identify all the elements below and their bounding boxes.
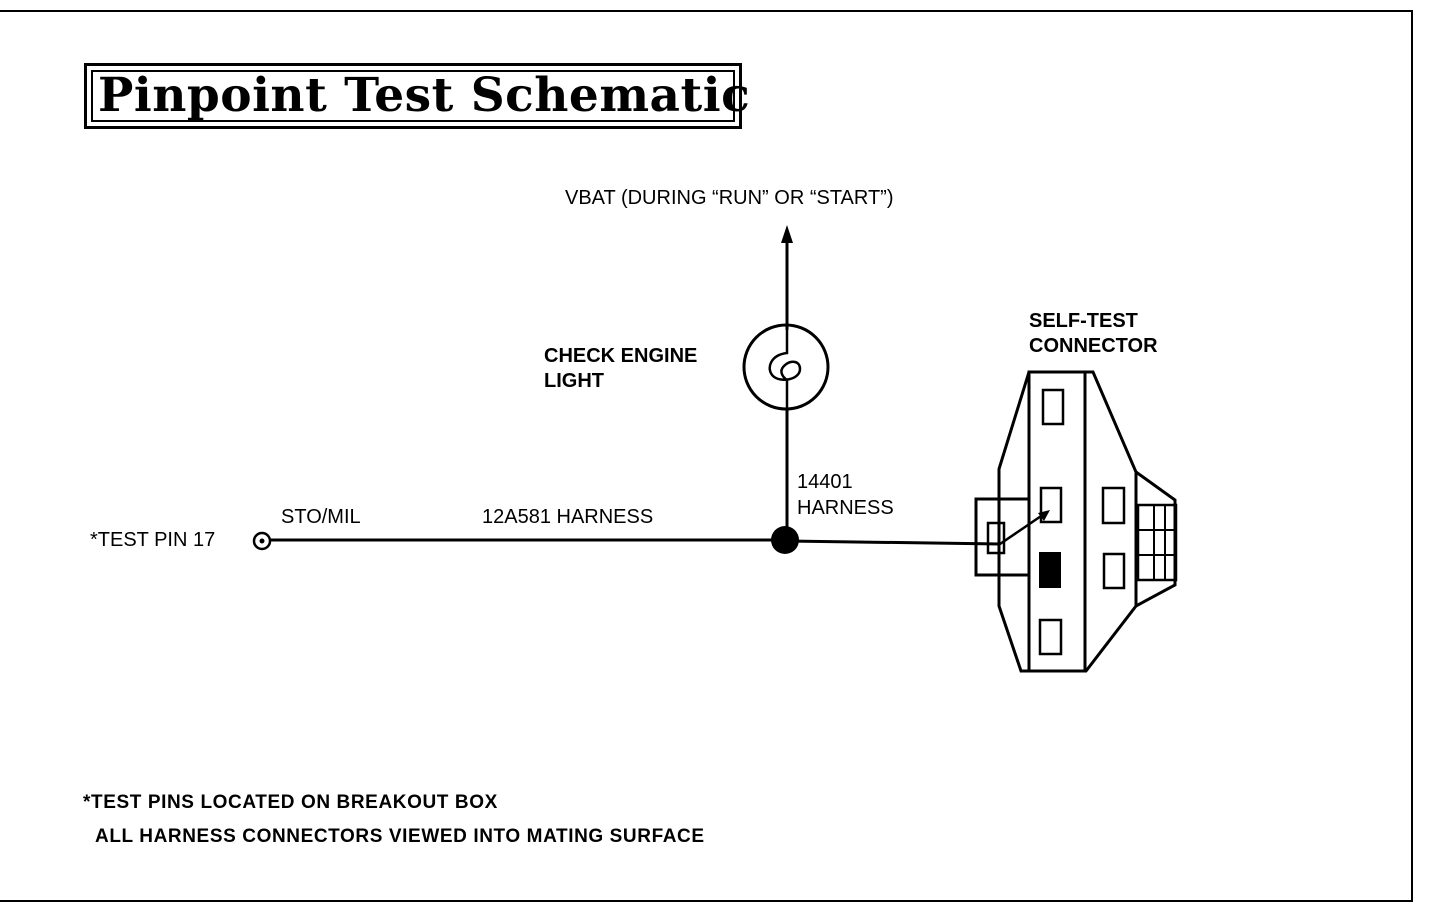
page-title: Pinpoint Test Schematic <box>98 68 751 123</box>
harness-14401-label-line2: HARNESS <box>797 497 894 519</box>
title-box-inner-border <box>91 70 735 122</box>
splice-to-connector-wire <box>786 539 1001 546</box>
sto-mil-pin-cavity <box>1039 552 1061 588</box>
self-test-connector-icon <box>974 370 1178 673</box>
check-engine-light-label-line2: LIGHT <box>544 370 604 392</box>
connector-lead-arrow-icon <box>1038 510 1050 521</box>
harness-12a581-label: 12A581 HARNESS <box>482 506 654 528</box>
splice-point-icon <box>771 526 799 554</box>
self-test-connector-label-line1: SELF-TEST <box>1029 310 1138 332</box>
test-pin-17-label: *TEST PIN 17 <box>90 529 216 551</box>
title-box <box>84 63 742 129</box>
footnote-line1: *TEST PINS LOCATED ON BREAKOUT BOX <box>83 792 498 813</box>
page-frame <box>0 10 1413 902</box>
footnote-line2: ALL HARNESS CONNECTORS VIEWED INTO MATIN… <box>95 826 705 847</box>
vbat-label: VBAT (DURING “RUN” OR “START”) <box>565 187 894 209</box>
self-test-connector-label-line2: CONNECTOR <box>1029 335 1158 357</box>
harness-14401-label-line1: 14401 <box>797 471 853 493</box>
sto-mil-label: STO/MIL <box>281 506 361 528</box>
check-engine-light-label-line1: CHECK ENGINE <box>544 345 698 367</box>
test-pin-17-terminal-dot <box>259 538 265 544</box>
bulb-filament-icon <box>768 329 802 409</box>
vbat-arrow-icon <box>781 225 793 243</box>
connector-lead-wire <box>999 510 1048 546</box>
